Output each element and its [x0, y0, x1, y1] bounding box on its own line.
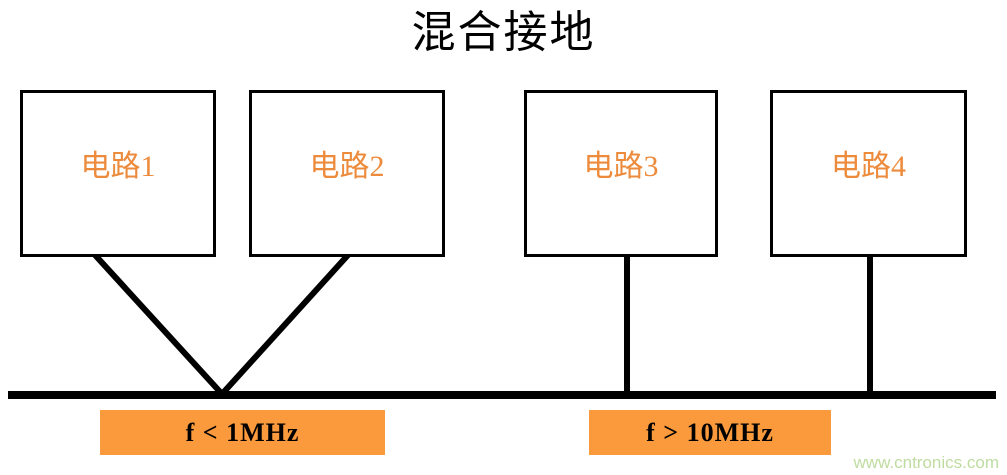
circuit-box-2 [249, 90, 445, 257]
page-title: 混合接地 [411, 8, 596, 57]
circuit-label-2: 电路2 [309, 149, 385, 183]
connection-lines-group [92, 252, 873, 397]
link-circuit-2 [219, 252, 351, 397]
freq-low-label: f < 1MHz [185, 417, 300, 447]
circuit-box-1 [20, 90, 216, 257]
watermark: www.cntronics.com [853, 453, 999, 472]
freq-high-bar: f > 10MHz [589, 410, 831, 455]
circuit-box-4 [770, 90, 967, 257]
freq-high-label: f > 10MHz [646, 417, 774, 447]
circuit-label-1: 电路1 [80, 149, 156, 183]
freq-low-bar: f < 1MHz [100, 410, 385, 455]
circuit-label-3: 电路3 [583, 149, 659, 183]
circuit-label-4: 电路4 [831, 149, 906, 183]
link-circuit-1 [92, 252, 225, 397]
circuit-box-3 [524, 90, 718, 257]
